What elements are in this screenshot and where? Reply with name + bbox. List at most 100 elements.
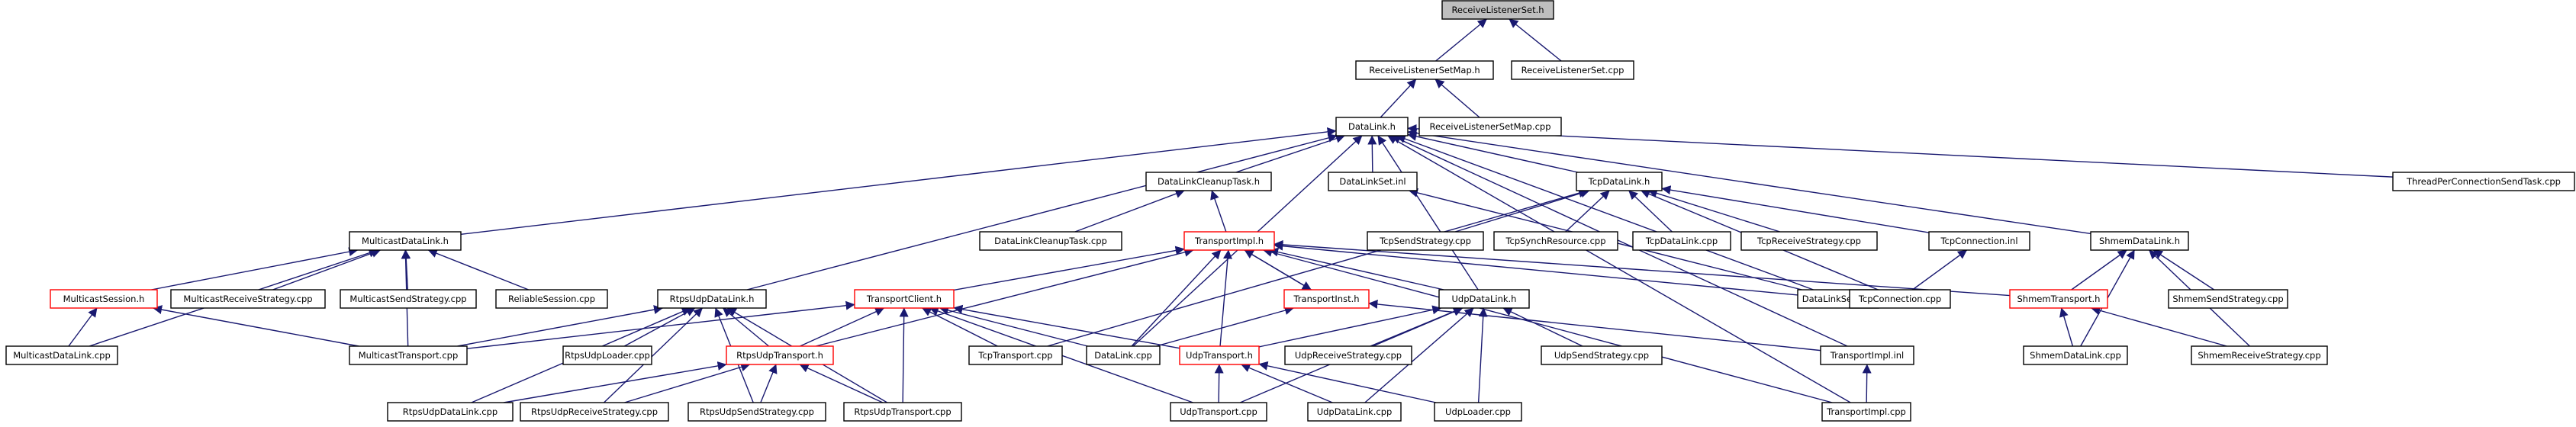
graph-node-tcpt-cpp[interactable]: TcpTransport.cpp (968, 345, 1063, 365)
graph-node-trs-cpp[interactable]: TcpReceiveStrategy.cpp (1740, 231, 1878, 251)
graph-node-tcpdl-h[interactable]: TcpDataLink.h (1576, 172, 1663, 191)
include-edge (1047, 188, 1588, 347)
include-edge (1502, 307, 1583, 347)
graph-node-rut-cpp[interactable]: RtpsUdpTransport.cpp (843, 402, 962, 422)
graph-node-mdl-cpp[interactable]: MulticastDataLink.cpp (5, 345, 118, 365)
graph-node-rudl-cpp[interactable]: RtpsUdpDataLink.cpp (387, 402, 514, 422)
graph-node-rlsm-h[interactable]: ReceiveListenerSetMap.h (1355, 60, 1494, 80)
graph-node-ms-h[interactable]: MulticastSession.h (50, 289, 158, 309)
include-edge (1435, 18, 1487, 62)
include-edge (1380, 79, 1417, 118)
node-label: MulticastDataLink.h (362, 236, 449, 246)
node-label: DataLinkCleanupTask.h (1158, 176, 1260, 187)
graph-node-ul-cpp[interactable]: UdpLoader.cpp (1434, 402, 1522, 422)
graph-node-dlct-h[interactable]: DataLinkCleanupTask.h (1145, 172, 1272, 191)
node-box (1493, 231, 1618, 251)
graph-node-shdl-cpp[interactable]: ShmemDataLink.cpp (2023, 345, 2128, 365)
include-edge (1377, 135, 1479, 291)
graph-node-dlct-cpp[interactable]: DataLinkCleanupTask.cpp (979, 231, 1122, 251)
graph-node-tpcst-cpp[interactable]: ThreadPerConnectionSendTask.cpp (2392, 172, 2575, 191)
graph-node-tc-inl[interactable]: TcpConnection.inl (1928, 231, 2030, 251)
include-edge (1509, 18, 1562, 62)
include-edge (799, 364, 884, 403)
include-edge (1269, 247, 1444, 291)
graph-node-shrs-cpp[interactable]: ShmemReceiveStrategy.cpp (2191, 345, 2328, 365)
graph-node-ut-cpp[interactable]: UdpTransport.cpp (1170, 402, 1267, 422)
graph-node-shss-cpp[interactable]: ShmemSendStrategy.cpp (2168, 289, 2288, 309)
include-edge (899, 307, 909, 403)
node-box (1418, 117, 1562, 136)
graph-node-rls-cpp[interactable]: ReceiveListenerSet.cpp (1511, 60, 1634, 80)
graph-node-ti-cpp[interactable]: TransportImpl.cpp (1821, 402, 1911, 422)
node-box (1355, 60, 1494, 80)
node-box (50, 289, 158, 309)
node-box (349, 345, 468, 365)
graph-node-ti-inl[interactable]: TransportImpl.inl (1820, 345, 1914, 365)
include-edge (151, 247, 359, 291)
graph-node-uss-cpp[interactable]: UdpSendStrategy.cpp (1541, 345, 1663, 365)
graph-node-tcl-h[interactable]: TransportClient.h (854, 289, 955, 309)
graph-node-udl-cpp[interactable]: UdpDataLink.cpp (1307, 402, 1402, 422)
include-edge (1258, 361, 1437, 403)
node-label: ShmemSendStrategy.cpp (2172, 294, 2283, 304)
node-label: UdpReceiveStrategy.cpp (1295, 350, 1402, 361)
graph-node-rul-cpp[interactable]: RtpsUdpLoader.cpp (562, 345, 652, 365)
include-edge (1565, 190, 1610, 233)
node-label: TransportImpl.h (1194, 236, 1264, 246)
node-box (2392, 172, 2575, 191)
node-label: ShmemDataLink.h (2099, 236, 2180, 246)
graph-node-rlsm-cpp[interactable]: ReceiveListenerSetMap.cpp (1418, 117, 1562, 136)
node-box (1307, 402, 1402, 422)
include-edge (1435, 79, 1480, 118)
node-box (1283, 289, 1370, 309)
node-box (726, 345, 834, 365)
include-edge (1131, 249, 1222, 347)
graph-node-mt-cpp[interactable]: MulticastTransport.cpp (349, 345, 468, 365)
node-box (349, 231, 462, 251)
node-box (1145, 172, 1272, 191)
graph-node-tsr-cpp[interactable]: TcpSynchResource.cpp (1493, 231, 1618, 251)
graph-node-dl-h[interactable]: DataLink.h (1335, 117, 1409, 136)
graph-node-ti-h[interactable]: TransportImpl.h (1183, 231, 1275, 251)
graph-node-rs-cpp[interactable]: ReliableSession.cpp (495, 289, 608, 309)
node-box (979, 231, 1122, 251)
graph-node-russ-cpp[interactable]: RtpsUdpSendStrategy.cpp (687, 402, 826, 422)
include-edge (1244, 249, 1312, 291)
node-box (5, 345, 118, 365)
graph-node-tc-cpp[interactable]: TcpConnection.cpp (1849, 289, 1951, 309)
include-edge (815, 247, 1194, 347)
node-label: ReceiveListenerSetMap.h (1369, 65, 1480, 75)
graph-node-urs-cpp[interactable]: UdpReceiveStrategy.cpp (1284, 345, 1412, 365)
graph-node-mdl-h[interactable]: MulticastDataLink.h (349, 231, 462, 251)
node-label: ShmemDataLink.cpp (2030, 350, 2121, 361)
graph-node-rut-h[interactable]: RtpsUdpTransport.h (726, 345, 834, 365)
node-box (1367, 231, 1484, 251)
include-edge (1364, 307, 1474, 403)
graph-node-mrs-cpp[interactable]: MulticastReceiveStrategy.cpp (170, 289, 326, 309)
graph-node-rudl-h[interactable]: RtpsUdpDataLink.h (657, 289, 767, 309)
graph-node-shdl-h[interactable]: ShmemDataLink.h (2090, 231, 2189, 251)
edge-layer (68, 18, 2394, 403)
node-box (1541, 345, 1663, 365)
include-edge (953, 246, 1185, 291)
include-edge (2091, 306, 2227, 347)
graph-node-tinst-h[interactable]: TransportInst.h (1283, 289, 1370, 309)
node-label: TcpConnection.cpp (1858, 294, 1941, 304)
graph-node-mss-cpp[interactable]: MulticastSendStrategy.cpp (340, 289, 477, 309)
graph-node-dl-cpp[interactable]: DataLink.cpp (1086, 345, 1161, 365)
graph-node-sht-h[interactable]: ShmemTransport.h (2009, 289, 2108, 309)
node-label: DataLinkCleanupTask.cpp (994, 236, 1107, 246)
graph-node-tdl-cpp[interactable]: TcpDataLink.cpp (1632, 231, 1731, 251)
include-edge (1156, 306, 1294, 347)
include-edge (1274, 239, 2011, 297)
graph-node-rurs-cpp[interactable]: RtpsUdpReceiveStrategy.cpp (520, 402, 669, 422)
graph-node-dls-inl[interactable]: DataLinkSet.inl (1328, 172, 1418, 191)
graph-node-ut-h[interactable]: UdpTransport.h (1179, 345, 1260, 365)
include-edge (1219, 249, 1232, 347)
node-box (1438, 289, 1530, 309)
graph-node-tss-cpp[interactable]: TcpSendStrategy.cpp (1367, 231, 1484, 251)
graph-node-udl-h[interactable]: UdpDataLink.h (1438, 289, 1530, 309)
include-edge (2153, 249, 2215, 291)
node-layer: ReceiveListenerSet.hReceiveListenerSetMa… (5, 0, 2575, 422)
